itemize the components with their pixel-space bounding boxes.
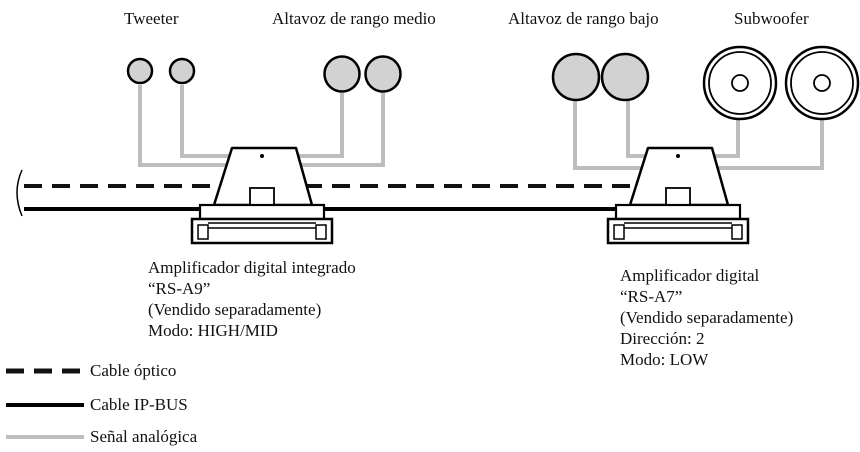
amp1-name: Amplificador digital integrado: [148, 258, 356, 277]
amp2-name: Amplificador digital: [620, 266, 760, 285]
bass-speaker-left: [551, 52, 601, 102]
tweeter-speakers: [126, 57, 196, 85]
tweeter-label: Tweeter: [124, 9, 179, 28]
midrange-speaker-left: [323, 55, 361, 93]
legend-optical-label: Cable óptico: [90, 361, 177, 380]
bass-speaker-right: [600, 52, 650, 102]
optical-line-swatch: [6, 368, 84, 374]
bass-right-wire: [626, 100, 648, 158]
amplifier-rs-a7: [606, 146, 750, 245]
midrange-left-wire: [296, 93, 344, 158]
bass-speakers: [551, 52, 650, 102]
amp2-mode: Modo: LOW: [620, 350, 709, 369]
analog-line-swatch: [6, 435, 84, 439]
sub-left-wire: [708, 120, 740, 158]
amp1-note: (Vendido separadamente): [148, 300, 322, 319]
tweeter-left-wire: [138, 85, 232, 167]
legend-analog-label: Señal analógica: [90, 427, 198, 446]
midrange-speakers: [323, 55, 402, 93]
sub-right-wire: [708, 120, 824, 170]
amp1-model: “RS-A9”: [148, 279, 211, 298]
bass-label: Altavoz de rango bajo: [508, 9, 659, 28]
amp2-model: “RS-A7”: [620, 287, 683, 306]
legend-ipbus: Cable IP-BUS: [6, 394, 266, 416]
subwoofer-speakers: [702, 45, 860, 121]
midrange-right-wire: [296, 93, 385, 167]
amp2-direction: Dirección: 2: [620, 329, 705, 348]
amp2-note: (Vendido separadamente): [620, 308, 794, 327]
cable-break-symbol: [16, 169, 23, 217]
legend-ipbus-label: Cable IP-BUS: [90, 395, 188, 414]
ipbus-line-swatch: [6, 403, 84, 407]
tweeter-right-wire: [180, 85, 232, 158]
subwoofer-label: Subwoofer: [734, 9, 809, 28]
analog-wiring: [138, 85, 824, 170]
tweeter-speaker-right: [168, 57, 196, 85]
bass-left-wire: [573, 100, 648, 170]
amplifier-rs-a9: [190, 146, 334, 245]
amp1-mode: Modo: HIGH/MID: [148, 321, 278, 340]
legend-analog: Señal analógica: [6, 426, 266, 448]
midrange-label: Altavoz de rango medio: [272, 9, 436, 28]
amplifier-rs-a9-description: Amplificador digital integrado “RS-A9” (…: [148, 257, 356, 341]
legend-optical: Cable óptico: [6, 360, 266, 382]
midrange-speaker-right: [364, 55, 402, 93]
tweeter-speaker-left: [126, 57, 154, 85]
amplifier-rs-a7-description: Amplificador digital “RS-A7” (Vendido se…: [620, 265, 793, 370]
